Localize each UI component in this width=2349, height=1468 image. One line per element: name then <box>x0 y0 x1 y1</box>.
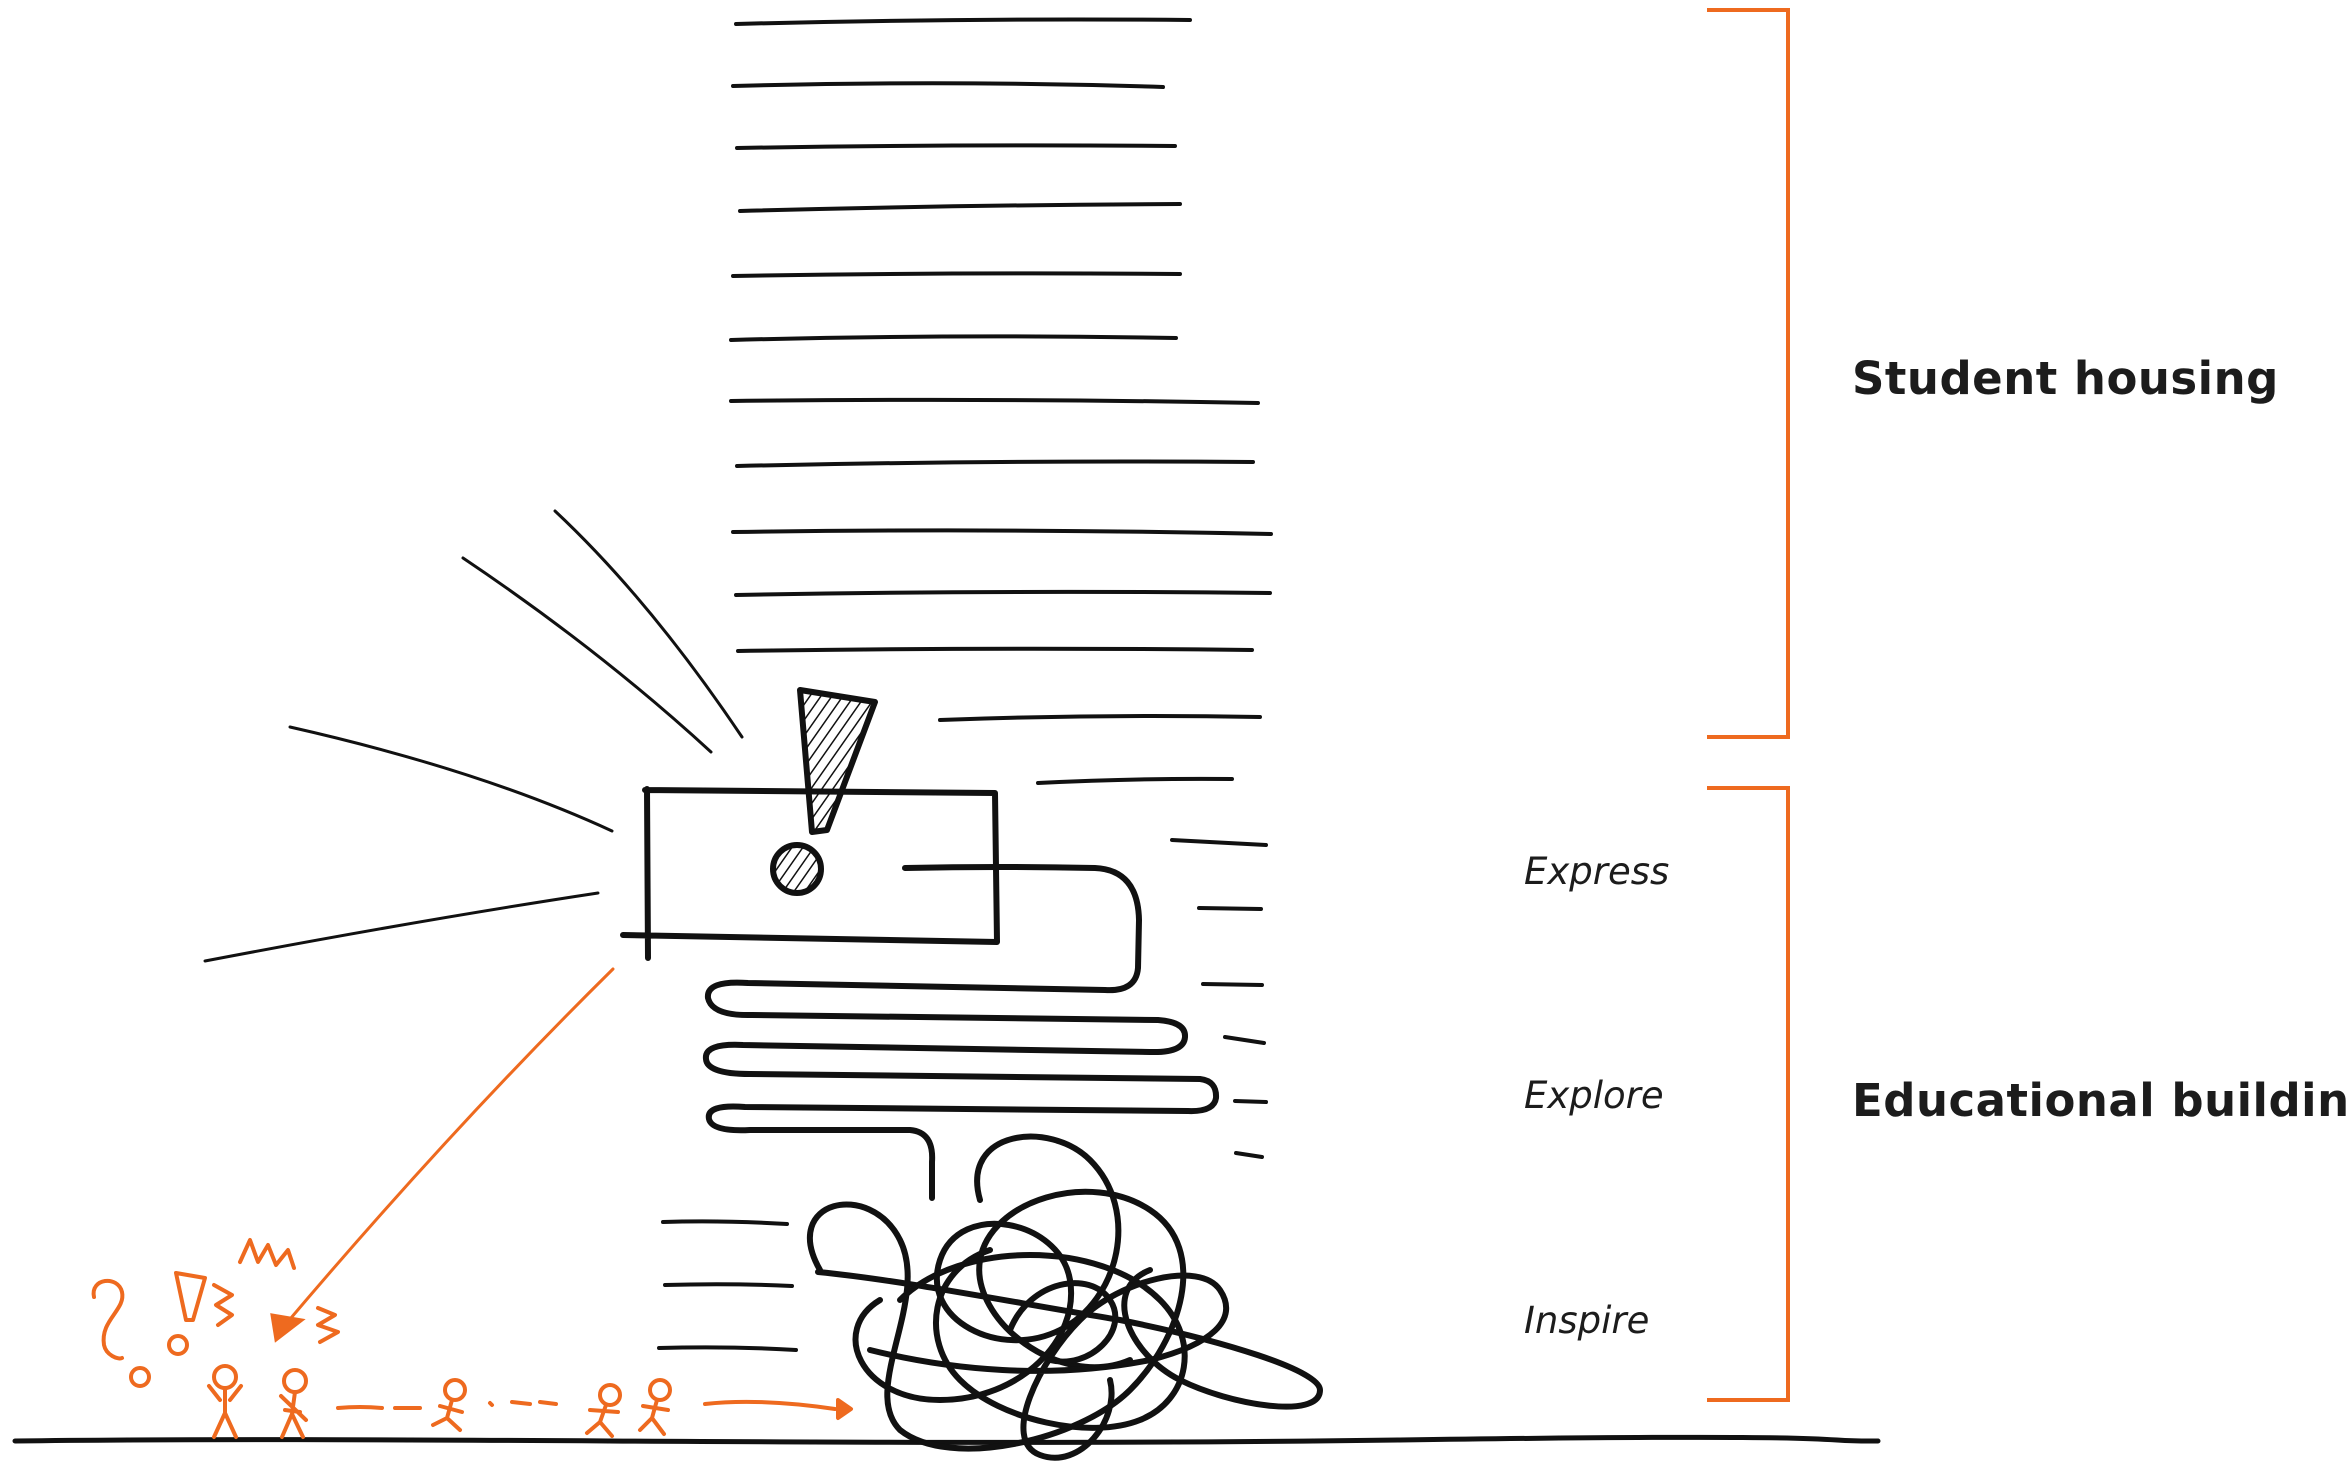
explore-label: Explore <box>1524 1074 1664 1117</box>
student-housing-bracket <box>1707 8 1790 739</box>
people-doodles <box>91 1238 853 1439</box>
radiating-lines <box>203 509 744 963</box>
scribble-ball <box>806 1133 1324 1461</box>
question-mark-icon <box>91 1278 125 1361</box>
educational-building-bracket <box>1707 786 1790 1402</box>
education-floor-lines <box>657 838 1268 1352</box>
arrow-head <box>270 1313 306 1343</box>
student-housing-label: Student housing <box>1852 352 2279 405</box>
exclamation-dot <box>770 842 824 896</box>
attention-arrow <box>283 967 615 1327</box>
exclamation-box <box>620 786 1220 1201</box>
inspire-label: Inspire <box>1524 1299 1650 1342</box>
exclamation-doodle-icon <box>174 1271 207 1322</box>
educational-building-label: Educational building <box>1852 1074 2349 1127</box>
exclamation-icon <box>797 687 878 835</box>
ground-line <box>12 1434 1881 1445</box>
tower-floor-lines <box>729 17 1273 785</box>
express-label: Express <box>1524 850 1670 893</box>
